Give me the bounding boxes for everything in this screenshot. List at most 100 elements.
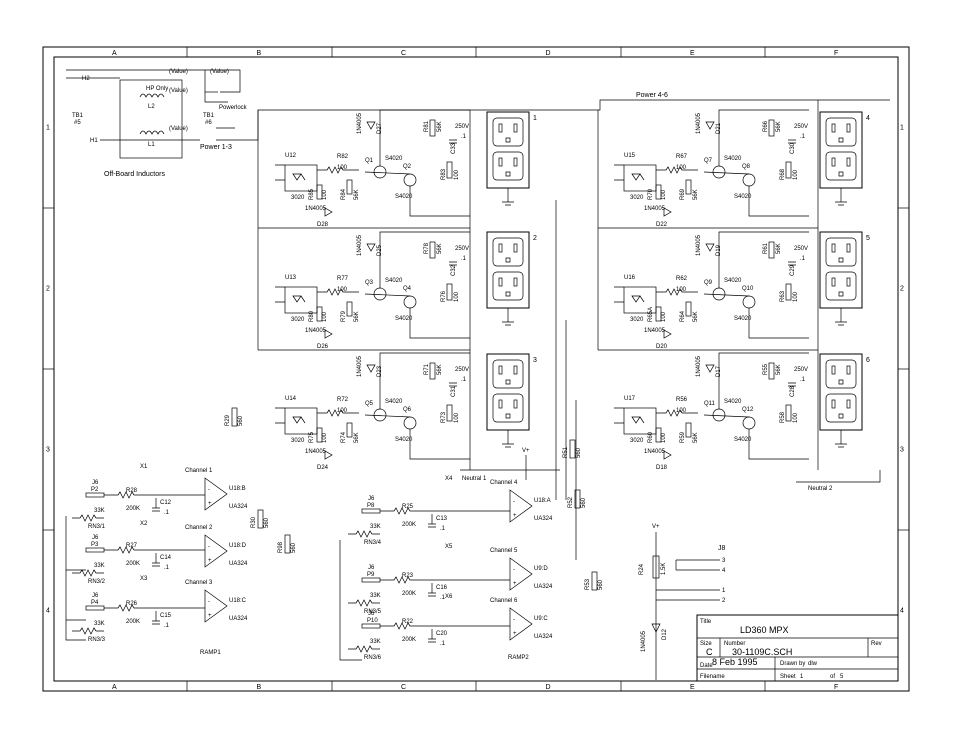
drive-r-ref-1: R29 bbox=[225, 414, 231, 426]
d2-ref-3: D24 bbox=[317, 465, 329, 471]
ramp1-label: RAMP1 bbox=[200, 650, 221, 656]
rg-ref-6: R60 bbox=[648, 431, 654, 443]
drive-r-value-4: 560 bbox=[576, 447, 582, 458]
cap-voltage-2: 250V bbox=[455, 246, 469, 252]
drive-r-ref-5: R52 bbox=[568, 496, 574, 508]
q1-ref-2: Q3 bbox=[365, 280, 374, 286]
power-input-section: V+ R24 1.5K 1N4005 D12 J8 3 4 1 2 bbox=[639, 524, 726, 680]
col-label-top-0: A bbox=[112, 50, 117, 57]
inductor-section: H2 (Value) (Value) (Value) (Value) HP On… bbox=[66, 69, 890, 178]
channel-name-6: Channel 6 bbox=[490, 598, 518, 604]
rg-ref-3: R75 bbox=[309, 431, 315, 443]
of-label: of bbox=[830, 674, 835, 680]
rs2-ref-2: R76 bbox=[441, 290, 447, 302]
opto-part-4: 3020 bbox=[630, 195, 644, 201]
rin-ref-1: R82 bbox=[337, 154, 349, 160]
triac-part-6: S4020 bbox=[724, 399, 742, 405]
r-value-2: 200K bbox=[126, 561, 140, 567]
jack-ref-5: J6 bbox=[368, 565, 375, 571]
rn-ref-6: RN3/6 bbox=[364, 655, 382, 661]
opamp-plus-6: + bbox=[513, 631, 517, 637]
rs2-value-6: 100 bbox=[793, 412, 799, 423]
rin-ref-2: R77 bbox=[337, 276, 349, 282]
rs-value-2: 56K bbox=[437, 243, 443, 254]
opamp-part-5: UA324 bbox=[534, 584, 553, 590]
rin-value-2: 100 bbox=[337, 287, 348, 293]
rb-ref-2: R79 bbox=[341, 310, 347, 322]
h2-label: H2 bbox=[82, 76, 90, 82]
triac-part-3: S4020 bbox=[385, 399, 403, 405]
size-value: C bbox=[706, 647, 713, 657]
c-ref-2: C14 bbox=[160, 555, 172, 561]
channel-name-4: Channel 4 bbox=[490, 480, 518, 486]
rs-ref-2: R78 bbox=[424, 242, 430, 254]
d2-value-6: 1N4005 bbox=[644, 449, 666, 455]
j8-pin-4: 2 bbox=[722, 598, 726, 604]
row-label-right-0: 1 bbox=[900, 125, 904, 132]
rs-value-3: 56K bbox=[437, 364, 443, 375]
channel-name-1: Channel 1 bbox=[185, 468, 213, 474]
filename-label: Filename bbox=[700, 674, 725, 680]
r-value-4: 200K bbox=[402, 522, 416, 528]
row-label-left-0: 1 bbox=[46, 125, 50, 132]
d2-value-2: 1N4005 bbox=[305, 328, 327, 334]
rg-ref-1: R85 bbox=[309, 188, 315, 200]
ramp2-label: RAMP2 bbox=[508, 655, 529, 661]
j8-pin-1: 3 bbox=[722, 558, 726, 564]
rn-value-5: 33K bbox=[370, 593, 381, 599]
rin-value-6: 100 bbox=[676, 408, 687, 414]
rg-value-5: 100 bbox=[661, 311, 667, 322]
date-value: 8 Feb 1995 bbox=[712, 657, 758, 667]
q2-ref-1: Q2 bbox=[403, 164, 412, 170]
opamp-minus-1: - bbox=[208, 487, 210, 493]
channel-name-2: Channel 2 bbox=[185, 525, 213, 531]
d-value-1: 1N4005 bbox=[357, 112, 363, 134]
drive-r-value-3: 560 bbox=[291, 542, 297, 553]
cap-ref-3: C31 bbox=[451, 385, 457, 397]
row-label-left-3: 4 bbox=[46, 608, 50, 615]
rs-ref-4: R66 bbox=[763, 120, 769, 132]
cap-ref-4: C30 bbox=[790, 142, 796, 154]
off-board-inductors-label: Off-Board Inductors bbox=[104, 171, 165, 178]
opamp-ref-5: U9:D bbox=[534, 566, 548, 572]
rb-ref-5: R64 bbox=[680, 310, 686, 322]
rn-value-2: 33K bbox=[94, 563, 105, 569]
rn-value-1: 33K bbox=[94, 508, 105, 514]
rn-ref-1: RN3/1 bbox=[88, 524, 106, 530]
q2-ref-6: Q12 bbox=[742, 407, 754, 413]
opto-ref-6: U17 bbox=[624, 396, 636, 402]
cap-value-1: .1 bbox=[461, 134, 467, 140]
cap-value-3: .1 bbox=[461, 377, 467, 383]
q1-ref-1: Q1 bbox=[365, 158, 374, 164]
opto-ref-5: U16 bbox=[624, 275, 636, 281]
channel-name-3: Channel 3 bbox=[185, 580, 213, 586]
d2-value-4: 1N4005 bbox=[644, 206, 666, 212]
row-label-left-2: 3 bbox=[46, 447, 50, 454]
outlet-number-5: 5 bbox=[866, 235, 870, 242]
rs2-value-1: 100 bbox=[454, 169, 460, 180]
q1-ref-4: Q7 bbox=[704, 158, 713, 164]
rs2-ref-6: R58 bbox=[780, 411, 786, 423]
rev-label: Rev bbox=[871, 641, 882, 647]
jack-ref-1: J6 bbox=[92, 480, 99, 486]
opamp-part-4: UA324 bbox=[534, 516, 553, 522]
c-value-4: .1 bbox=[440, 526, 446, 532]
row-label-right-1: 2 bbox=[900, 286, 904, 293]
rin-value-5: 100 bbox=[676, 287, 687, 293]
outlet-5: 5 bbox=[819, 231, 870, 326]
outlet-number-6: 6 bbox=[866, 357, 870, 364]
triac2-part-4: S4020 bbox=[734, 194, 752, 200]
d2-ref-5: D20 bbox=[656, 344, 668, 350]
sheet-value: 1 bbox=[800, 674, 804, 680]
triac2-part-3: S4020 bbox=[395, 437, 413, 443]
opamp-part-1: UA324 bbox=[229, 504, 248, 510]
sheet-label: Sheet bbox=[780, 674, 796, 680]
rs2-value-4: 100 bbox=[793, 169, 799, 180]
